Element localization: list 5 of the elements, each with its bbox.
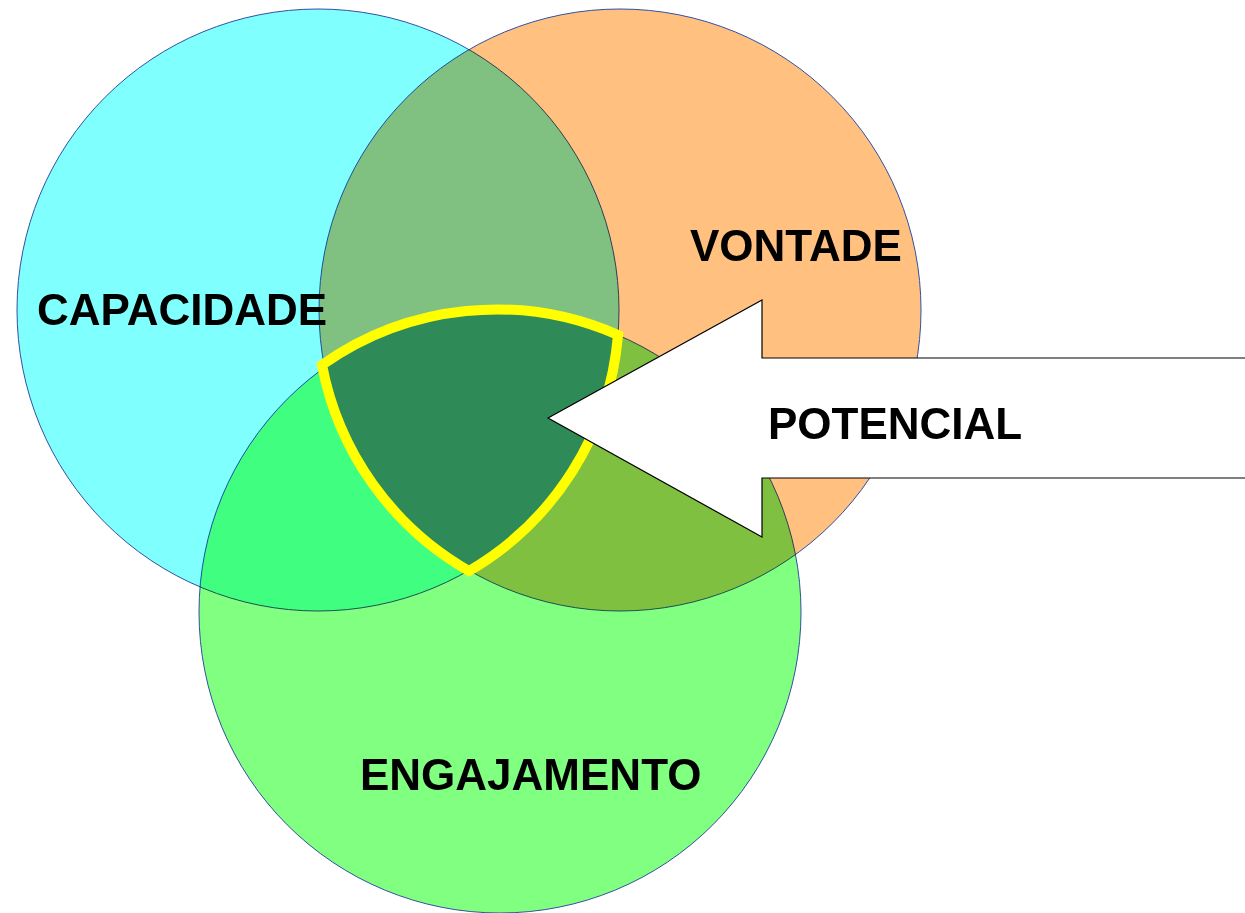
arrow-label: POTENCIAL	[768, 399, 1023, 448]
circle-label: ENGAJAMENTO	[360, 753, 702, 797]
circle-label: CAPACIDADE	[37, 288, 328, 332]
block-arrow	[546, 299, 1245, 539]
circle-label: VONTADE	[690, 224, 902, 268]
